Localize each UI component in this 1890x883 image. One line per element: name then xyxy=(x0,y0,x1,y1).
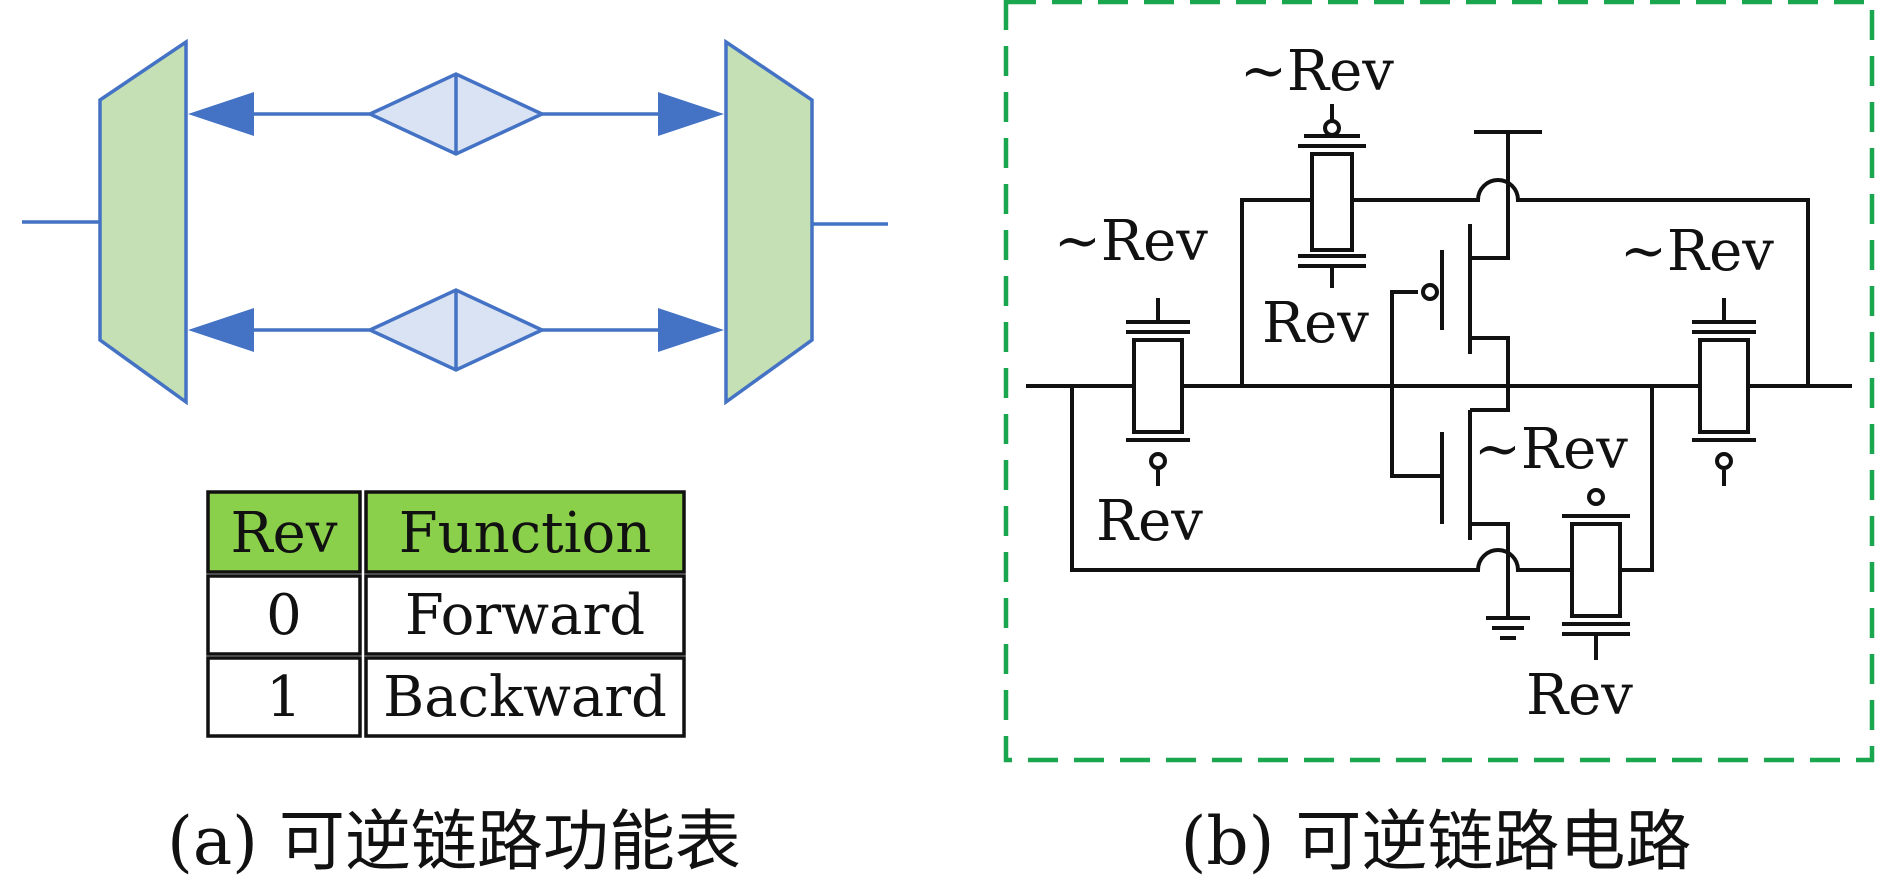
bottom-link-right-arrow xyxy=(658,308,724,352)
tgate-top-body xyxy=(1310,152,1354,252)
tgate-left-bubble xyxy=(1149,452,1167,470)
tgate-bottom-bubble xyxy=(1587,488,1605,506)
transmission-gate-bottom xyxy=(1562,488,1630,660)
table-cell-r1c2 xyxy=(364,574,686,656)
vdd-rail xyxy=(1470,130,1542,260)
right-mux xyxy=(724,38,814,406)
caption-b: (b) 可逆链路电路 xyxy=(1181,803,1692,880)
label-left-not-rev: ~Rev xyxy=(1054,209,1208,274)
table-cell-function-1: Backward xyxy=(383,665,667,730)
tgate-right-ngate xyxy=(1692,298,1756,334)
bottom-link-left-arrow xyxy=(188,308,254,352)
tgate-bottom-ngate xyxy=(1562,622,1630,660)
left-mux xyxy=(98,38,188,406)
ground-symbol xyxy=(1486,616,1530,640)
table-cell-r2c2 xyxy=(364,656,686,738)
tgate-left-ngate xyxy=(1126,298,1190,334)
table-cell-r1c1 xyxy=(206,574,362,656)
table-cell-rev-0: 0 xyxy=(266,583,302,648)
label-bottom-rev: Rev xyxy=(1526,663,1633,728)
gate-input-wire xyxy=(1390,290,1442,478)
tgate-left-body xyxy=(1132,338,1184,434)
table-header-rev: Rev xyxy=(231,501,338,566)
bottom-bypass-wire xyxy=(1070,386,1654,572)
tgate-right-bubble xyxy=(1715,452,1733,470)
pmos-bubble xyxy=(1421,283,1439,301)
tgate-left-pgate xyxy=(1126,438,1190,486)
table-header-function: Function xyxy=(399,501,652,566)
tgate-top-gates xyxy=(1298,144,1366,288)
tgate-bottom-body xyxy=(1570,522,1622,618)
circuit-labels: ~Rev Rev ~Rev Rev ~Rev ~Rev Rev xyxy=(1054,39,1774,728)
tgate-right-pgate xyxy=(1692,438,1756,486)
label-bottom-not-rev: ~Rev xyxy=(1474,417,1628,482)
table-cell-rev-1: 1 xyxy=(266,665,302,730)
inverter-output-node xyxy=(1470,336,1510,412)
table-header-rev-cell xyxy=(206,490,362,574)
top-link-left-arrow xyxy=(188,92,254,136)
table-cell-function-0: Forward xyxy=(405,583,645,648)
transmission-gate-left xyxy=(1126,298,1190,486)
tgate-top-bubble xyxy=(1323,119,1341,137)
label-right-not-rev: ~Rev xyxy=(1620,219,1774,284)
top-link-right-arrow xyxy=(658,92,724,136)
reversible-link-diagram xyxy=(22,38,888,406)
gnd-drop xyxy=(1470,522,1510,618)
function-table xyxy=(206,490,686,738)
table-cell-r2c1 xyxy=(206,656,362,738)
function-table-text: Rev Function 0 Forward 1 Backward xyxy=(231,501,667,730)
top-bypass-wire xyxy=(1240,178,1810,386)
label-left-rev: Rev xyxy=(1096,489,1203,554)
label-top-rev: Rev xyxy=(1262,291,1369,356)
table-header-function-cell xyxy=(364,490,686,574)
transmission-gate-right xyxy=(1692,298,1756,486)
label-top-not-rev: ~Rev xyxy=(1240,39,1394,104)
tgate-right-body xyxy=(1698,338,1750,434)
transmission-gate-top xyxy=(1298,104,1366,288)
circuit-dashed-border xyxy=(1003,0,1875,763)
caption-a: (a) 可逆链路功能表 xyxy=(167,803,741,880)
